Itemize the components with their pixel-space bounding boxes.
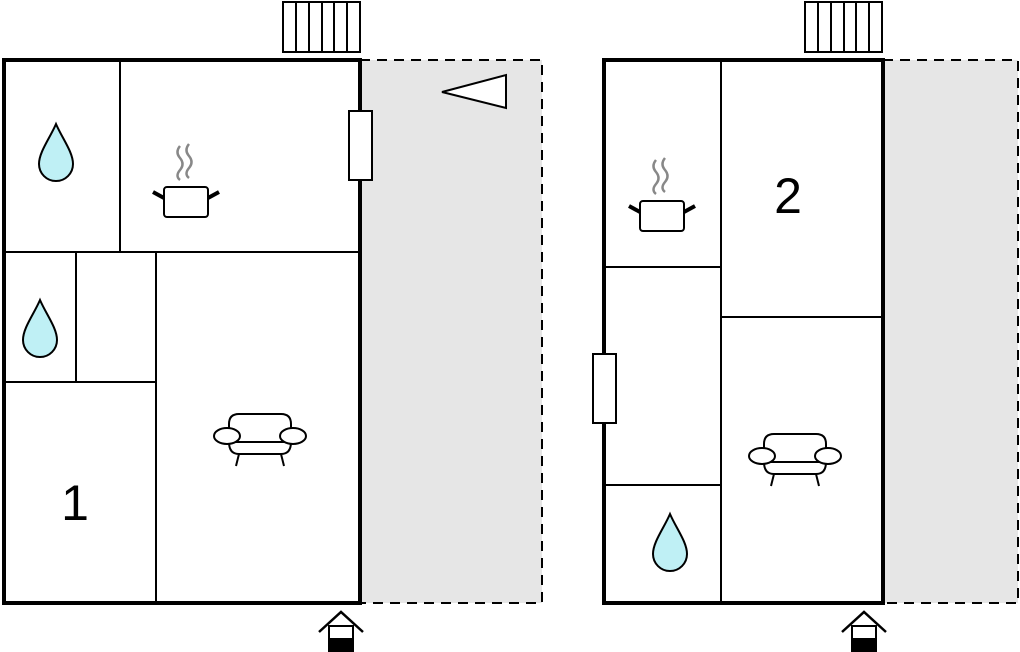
terrace	[882, 59, 1019, 604]
window-icon	[592, 353, 617, 424]
outer-wall	[2, 58, 362, 605]
sofa-icon	[748, 433, 842, 487]
floor-label: 1	[61, 475, 89, 531]
outer-wall	[602, 58, 885, 605]
entrance-icon	[317, 610, 365, 652]
cooking-pot-icon	[627, 156, 697, 233]
water-drop-icon	[38, 123, 74, 182]
floor-label: 2	[774, 168, 802, 224]
cooking-pot-icon	[151, 142, 221, 219]
sofa-icon	[213, 413, 307, 467]
floor-2: 2	[592, 1, 1019, 652]
water-drop-icon	[22, 299, 58, 358]
stairs-icon	[804, 1, 883, 53]
north-arrow-icon	[441, 73, 507, 110]
stairs-icon	[282, 1, 361, 53]
entrance-icon	[840, 610, 888, 652]
water-drop-icon	[652, 513, 688, 572]
terrace	[359, 59, 543, 604]
floor-1: 1	[2, 1, 543, 652]
window-icon	[348, 110, 373, 181]
